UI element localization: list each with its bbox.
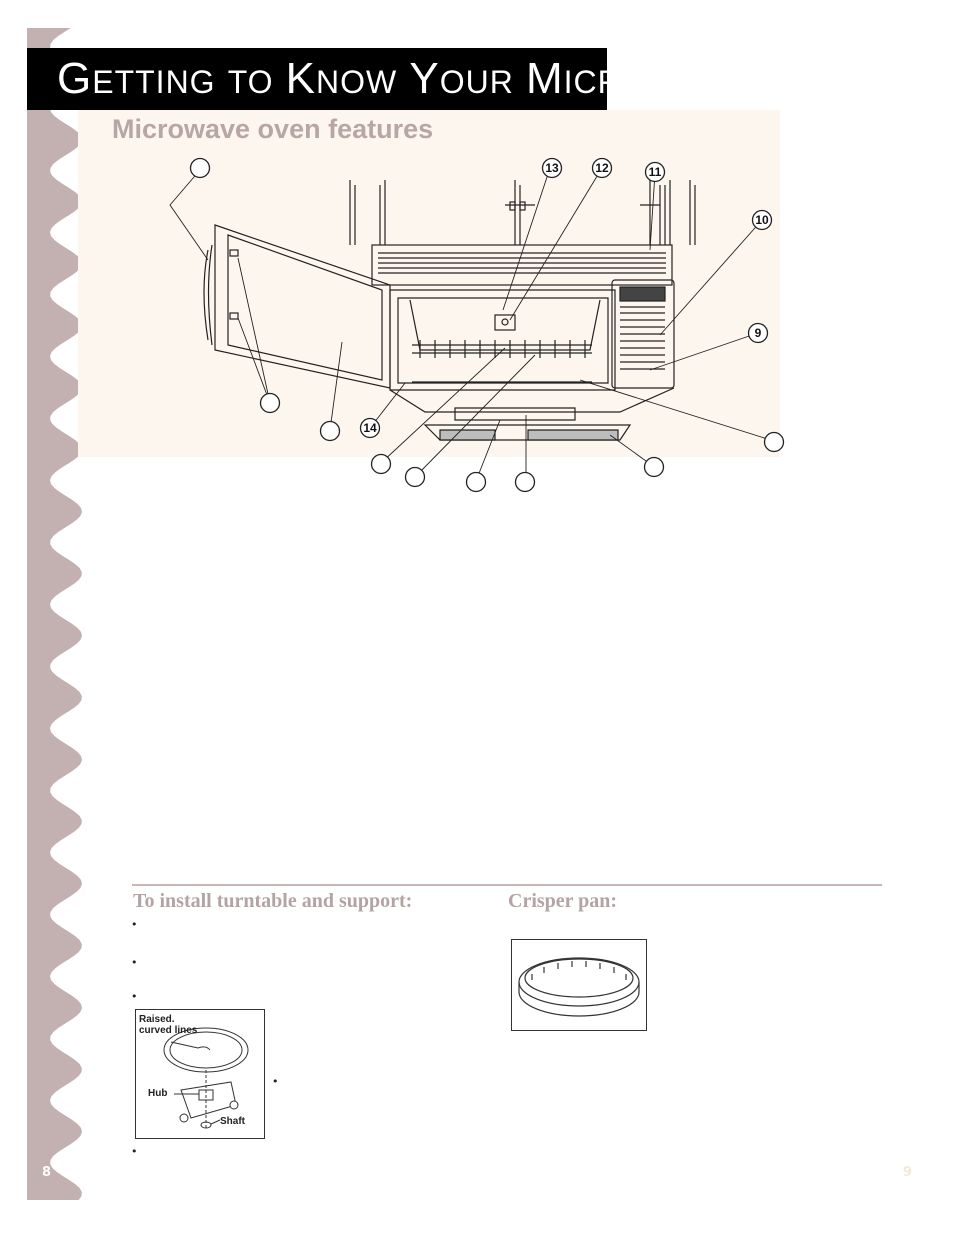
- callout-12: 12: [595, 161, 609, 175]
- callout-11: 11: [649, 165, 662, 179]
- crisper-pan-illustration: [518, 957, 640, 1017]
- turntable-heading: To install turntable and support:: [133, 890, 413, 912]
- raised-lines-label: Raised. curved lines: [139, 1014, 198, 1036]
- turntable-figure: Raised. curved lines Hub Shaft: [135, 1009, 265, 1139]
- shaft-label: Shaft: [220, 1116, 245, 1127]
- section-divider: [132, 884, 882, 886]
- title-word: ETTING: [92, 64, 216, 100]
- crisper-pan-figure: [511, 939, 647, 1031]
- title-word: TO: [227, 64, 274, 100]
- callout-13: 13: [545, 161, 559, 175]
- turntable-illustration: [163, 1027, 249, 1129]
- title-initial: M: [525, 54, 564, 103]
- microwave-diagram: 13 12 11 10 9 14: [169, 157, 785, 493]
- title-word: OUR: [439, 64, 514, 100]
- callout-14: 14: [363, 421, 377, 435]
- title-initial: K: [285, 54, 317, 103]
- title-word: NOW: [316, 64, 398, 100]
- bullet-marker: •: [131, 1145, 138, 1158]
- bullet-marker: •: [131, 990, 138, 1003]
- bullet-marker: •: [131, 918, 138, 931]
- page-title-text: GETTING TO KNOW YOUR MICROWAVE OVEN: [57, 54, 607, 103]
- title-word: ICROWAVE: [563, 64, 607, 100]
- callout-10: 10: [755, 213, 769, 227]
- title-initial: Y: [409, 54, 440, 103]
- title-initial: G: [57, 54, 93, 103]
- callout-9: 9: [755, 326, 762, 340]
- hub-label: Hub: [148, 1088, 168, 1099]
- crisper-heading: Crisper pan:: [508, 890, 618, 912]
- section-title: Microwave oven features: [112, 114, 434, 144]
- page-number-right: 9: [903, 1165, 913, 1180]
- bullet-marker: •: [131, 956, 138, 969]
- bullet-marker: •: [272, 1075, 279, 1088]
- side-decorative-band: [27, 28, 82, 1200]
- page-title: GETTING TO KNOW YOUR MICROWAVE OVEN: [27, 48, 607, 110]
- page-number-left: 8: [42, 1165, 52, 1180]
